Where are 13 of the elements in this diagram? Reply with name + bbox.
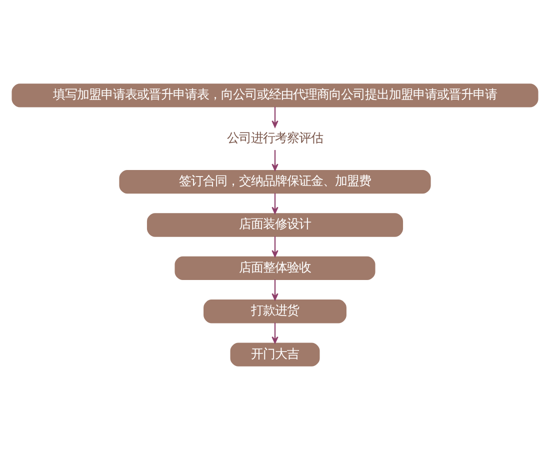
node-box: 开门大吉 xyxy=(230,342,320,366)
arrow xyxy=(272,322,278,344)
node-box: 打款进货 xyxy=(204,300,346,324)
node-box: 填写加盟申请表或晋升申请表，向公司或经由代理商向公司提出加盟申请或晋升申请 xyxy=(12,84,538,108)
node-text: 公司进行考察评估 xyxy=(227,130,323,145)
arrow xyxy=(272,150,278,171)
arrow xyxy=(272,193,278,214)
node-box: 签订合同，交纳品牌保证金、加盟费 xyxy=(119,170,431,194)
node-box: 店面装修设计 xyxy=(146,213,404,237)
arrow xyxy=(272,280,278,300)
arrow xyxy=(272,106,278,128)
arrow xyxy=(272,236,278,258)
node-box: 店面整体验收 xyxy=(174,256,376,280)
